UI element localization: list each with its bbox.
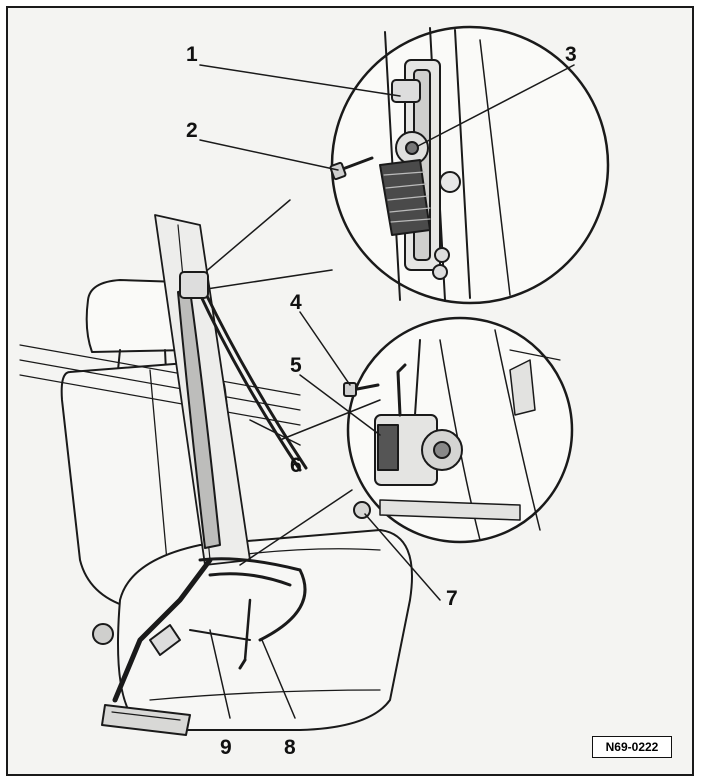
figure-reference-code: N69-0222 bbox=[592, 736, 672, 758]
b-pillar-belt bbox=[101, 214, 308, 736]
callout-5: 5 bbox=[290, 354, 302, 377]
callout-6: 6 bbox=[290, 454, 302, 477]
callout-8: 8 bbox=[284, 736, 296, 759]
callout-1: 1 bbox=[186, 43, 198, 66]
callout-4: 4 bbox=[290, 291, 302, 314]
upper-detail-circle bbox=[329, 25, 610, 305]
callout-9: 9 bbox=[220, 736, 232, 759]
callout-3: 3 bbox=[565, 43, 577, 66]
lower-detail-circle bbox=[343, 316, 574, 544]
callout-2: 2 bbox=[186, 119, 198, 142]
callout-7: 7 bbox=[446, 587, 458, 610]
callout-leaders bbox=[199, 64, 575, 719]
